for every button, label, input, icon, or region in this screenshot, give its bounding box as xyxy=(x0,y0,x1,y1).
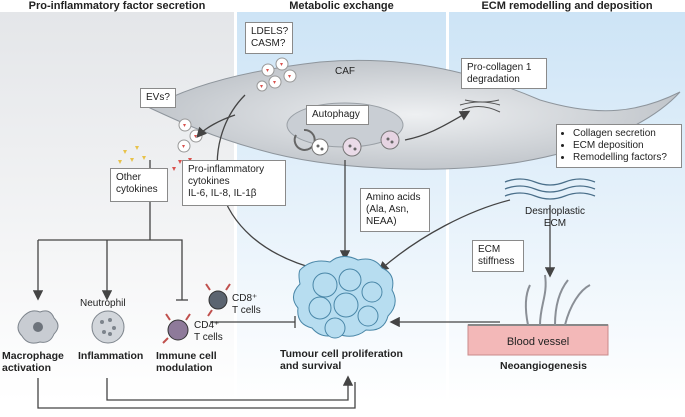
autophagy-vesicles xyxy=(293,128,400,157)
amino-acids-label-3: NEAA) xyxy=(366,216,397,227)
autophagy-label: Autophagy xyxy=(312,109,360,120)
arrow-caf-to-evs xyxy=(196,114,236,138)
neutrophil-label: Neutrophil xyxy=(80,298,126,309)
proinflammatory-label-3: IL-6, IL-8, IL-1β xyxy=(188,188,257,199)
amino-acids-label-1: Amino acids xyxy=(366,192,421,203)
procollagen-fibres xyxy=(459,99,501,113)
desmoplastic-ecm-label: Desmoplastic ECM xyxy=(514,206,596,230)
immune-modulation-label: Immune cell modulation xyxy=(156,350,217,374)
proinflammatory-box: Pro-inflammatory cytokines IL-6, IL-8, I… xyxy=(182,160,286,206)
immune-label-2: modulation xyxy=(156,362,213,374)
tumour-label-1: Tumour cell proliferation xyxy=(280,348,403,360)
bullet-remodelling-factors: Remodelling factors? xyxy=(573,152,676,164)
evs-label: EVs? xyxy=(146,92,170,103)
proinflammatory-label-1: Pro-inflammatory xyxy=(188,164,265,175)
bullet-collagen-secretion: Collagen secretion xyxy=(573,128,676,140)
autophagy-box: Autophagy xyxy=(306,105,369,125)
cd4-label: CD4⁺ T cells xyxy=(194,320,223,344)
amino-acids-label-2: (Ala, Asn, xyxy=(366,204,409,215)
procollagen-label-2: degradation xyxy=(467,74,520,85)
macrophage-cell xyxy=(17,310,59,344)
evs-box: EVs? xyxy=(140,88,176,108)
proinflammatory-label-2: cytokines xyxy=(188,176,230,187)
cd8-label-1: CD8⁺ xyxy=(232,293,258,304)
amino-acids-box: Amino acids (Ala, Asn, NEAA) xyxy=(360,188,430,232)
cd4-label-2: T cells xyxy=(194,332,223,343)
cd8-label: CD8⁺ T cells xyxy=(232,293,261,317)
blood-vessel-label: Blood vessel xyxy=(506,336,570,348)
arrow-bottom-loop xyxy=(106,375,354,401)
bottom-loop-left xyxy=(37,378,356,409)
ecm-stiffness-label-1: ECM xyxy=(478,244,501,255)
ecm-stiffness-label-2: stiffness xyxy=(478,256,515,267)
ecm-factors-box: Collagen secretion ECM deposition Remode… xyxy=(556,124,682,168)
neutrophil-cell xyxy=(91,310,125,344)
tumour-cluster xyxy=(293,256,396,339)
ldels-label: LDELS? xyxy=(251,26,289,37)
procollagen-box: Pro-collagen 1 degradation xyxy=(461,58,547,89)
desmoplastic-label-2: ECM xyxy=(543,218,567,229)
caf-cell xyxy=(148,59,681,170)
ldels-box: LDELS? CASM? xyxy=(245,22,293,54)
cytokine-dots xyxy=(118,146,146,164)
other-cytokines-label-1: Other xyxy=(116,172,142,183)
cd4-t-cell xyxy=(162,313,191,344)
desmoplastic-label-1: Desmoplastic xyxy=(524,206,586,217)
procollagen-label-1: Pro-collagen 1 xyxy=(467,62,532,73)
header-right: ECM remodelling and deposition xyxy=(481,0,653,12)
header-left: Pro-inflammatory factor secretion xyxy=(28,0,206,12)
inflammation-label: Inflammation xyxy=(78,350,144,362)
ecm-stiffness-box: ECM stiffness xyxy=(472,240,524,272)
cd8-label-2: T cells xyxy=(232,305,261,316)
header-middle: Metabolic exchange xyxy=(289,0,394,12)
cd4-label-1: CD4⁺ xyxy=(194,320,220,331)
arrow-autophagy-to-ecm xyxy=(404,110,471,141)
tumour-label-2: and survival xyxy=(280,360,342,372)
cd8-t-cell xyxy=(205,283,231,317)
macrophage-label-2: activation xyxy=(2,362,52,374)
immune-label-1: Immune cell xyxy=(156,350,217,362)
bullet-ecm-deposition: ECM deposition xyxy=(573,140,676,152)
macrophage-label-1: Macrophage xyxy=(2,350,64,362)
other-cytokines-label-2: cytokines xyxy=(116,184,158,195)
casm-label: CASM? xyxy=(251,38,286,49)
caf-label: CAF xyxy=(335,66,355,77)
neoangiogenesis-label: Neoangiogenesis xyxy=(500,360,587,372)
desmoplastic-ecm-waves xyxy=(504,178,596,200)
tumour-outcome-label: Tumour cell proliferation and survival xyxy=(280,348,403,372)
arrow-ecm-to-tumour xyxy=(378,199,511,272)
blood-vessel xyxy=(467,274,609,356)
macrophage-activation-label: Macrophage activation xyxy=(2,350,64,374)
other-cytokines-box: Other cytokines xyxy=(110,168,168,202)
